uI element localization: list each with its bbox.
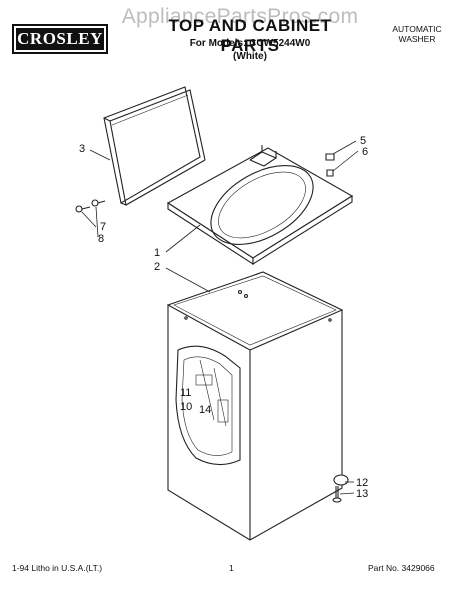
clip-fasteners <box>325 153 335 177</box>
product-type-line1: AUTOMATIC <box>392 24 442 34</box>
brand-logo: CROSLEY <box>12 24 108 54</box>
color-line: (White) <box>233 51 267 62</box>
watermark-text: AppliancePartsPros.com <box>121 5 359 28</box>
hinge-screws <box>75 199 106 213</box>
leveling-foot <box>332 474 349 503</box>
callout-14: 14 <box>199 404 211 416</box>
page-number: 1 <box>229 563 234 573</box>
callout-11: 11 <box>180 387 191 399</box>
part-number: Part No. 3429066 <box>368 563 435 573</box>
callout-1: 1 <box>154 247 160 259</box>
page-title: TOP AND CABINET PARTS <box>168 16 332 55</box>
cabinet-drawing <box>166 271 344 541</box>
product-type-line2: WASHER <box>398 34 436 44</box>
callout-5: 5 <box>360 135 366 147</box>
callout-10: 10 <box>180 401 192 413</box>
lid-drawing <box>103 86 206 206</box>
models-line: For Models: CCW5244W0 <box>189 38 311 49</box>
callout-3: 3 <box>79 143 85 155</box>
callout-6: 6 <box>362 146 368 158</box>
top-frame-drawing <box>166 145 354 266</box>
leader-lines <box>81 140 359 495</box>
product-type: AUTOMATIC WASHER <box>372 24 462 44</box>
callout-2: 2 <box>154 261 160 273</box>
print-info: 1-94 Litho in U.S.A.(LT.) <box>12 563 103 573</box>
callout-13: 13 <box>356 488 368 500</box>
callout-12: 12 <box>356 477 368 489</box>
callout-8: 8 <box>98 233 104 245</box>
callout-7: 7 <box>100 221 106 233</box>
